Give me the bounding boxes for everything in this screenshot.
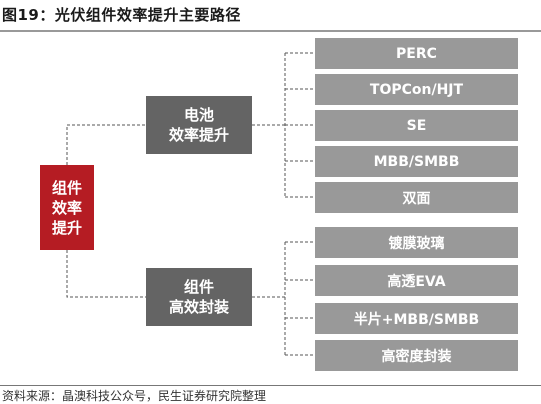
root-node-label: 组件 效率 提升	[51, 178, 82, 237]
figure-title: 图19：光伏组件效率提升主要路径	[2, 6, 241, 24]
connector-root-branch1	[66, 124, 146, 165]
leaf-node: TOPCon/HJT	[315, 74, 518, 105]
leaf-node: 高透EVA	[315, 265, 518, 296]
branch-node-label: 组件 高效封装	[168, 278, 229, 316]
leaf-node: 半片+MBB/SMBB	[315, 303, 518, 334]
branch-node-label: 电池 效率提升	[168, 106, 229, 144]
leaf-node: MBB/SMBB	[315, 146, 518, 177]
leaf-node: 双面	[315, 182, 518, 213]
leaf-node: PERC	[315, 38, 518, 69]
source-note: 资料来源：晶澳科技公众号，民生证券研究院整理	[2, 389, 267, 403]
connector-root-branch2	[66, 250, 146, 298]
branch-node-cell-efficiency: 电池 效率提升	[146, 96, 252, 154]
leaf-node: SE	[315, 110, 518, 141]
source-divider	[0, 385, 541, 386]
leaf-node: 高密度封装	[315, 340, 518, 371]
root-node: 组件 效率 提升	[40, 165, 94, 250]
leaf-node: 镀膜玻璃	[315, 227, 518, 258]
branch-node-module-packaging: 组件 高效封装	[146, 268, 252, 326]
title-divider	[0, 30, 541, 32]
